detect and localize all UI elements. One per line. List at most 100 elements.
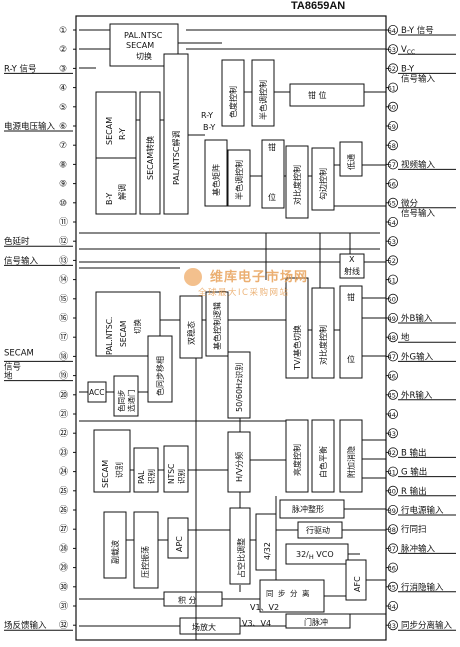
right-pin-number: 55 [388, 200, 396, 208]
vertical-text: TV/基色切换 [292, 325, 302, 371]
vertical-text: 识别 [115, 462, 124, 478]
left-pin-label: 电源电压输入 [4, 121, 56, 132]
left-pin-label: 信号输入 [4, 255, 39, 266]
right-pin-label: B 输出 [401, 447, 427, 458]
sync-sep-block [259, 579, 325, 613]
watermark: 维库电子市场网 全球最大IC采购网站 [184, 266, 334, 306]
svg-text:压控振荡: 压控振荡 [140, 546, 150, 578]
left-pin-number: ⑲ [59, 371, 68, 382]
vertical-text: 副载波 [110, 540, 120, 564]
svg-text:50/60Hz识别: 50/60Hz识别 [235, 363, 244, 412]
svg-text:PAL/NTSC解调: PAL/NTSC解调 [171, 131, 181, 185]
pal-id-block [133, 447, 159, 493]
left-pin-number: ㉚ [59, 582, 68, 593]
fifty-sixty-id-block [227, 351, 251, 419]
right-pin-label: 外G输入 [401, 351, 434, 362]
right-pin-label: 脉冲输入 [401, 543, 436, 554]
chip-title: TA8659AN [291, 0, 346, 12]
base-color-matrix-block [204, 139, 228, 207]
svg-text:H/V分频: H/V分频 [234, 452, 244, 482]
diagram-text: 钳 [347, 292, 355, 302]
svg-text:选通门: 选通门 [126, 390, 136, 413]
svg-text:基色矩阵: 基色矩阵 [211, 164, 221, 196]
diagram-text: 积 分 [178, 595, 197, 605]
right-pin-label: 行同扫 [401, 524, 427, 535]
right-pin-number: 43 [388, 430, 396, 438]
right-pin-number: 47 [388, 353, 396, 361]
right-pin-label: 地 [401, 332, 410, 343]
color-control-block [221, 59, 245, 127]
svg-text:半色调控制: 半色调控制 [258, 80, 268, 120]
color-sync-gate-block [113, 375, 139, 417]
svg-text:半色调控制: 半色调控制 [234, 160, 244, 200]
diagram-text: V3、V4 [242, 619, 271, 628]
right-pin-number: 38 [388, 526, 396, 534]
vertical-text: 对比度控制 [318, 325, 328, 365]
diagram-text: 步 [278, 589, 286, 598]
left-pin-number: ⑳ [59, 390, 68, 401]
right-pin-number: 49 [388, 315, 396, 323]
diagram-text: ACC [89, 388, 104, 397]
apc-block [167, 517, 189, 559]
svg-text:识别: 识别 [177, 469, 186, 484]
secam-id-block [93, 429, 131, 493]
left-pin-number: ⑱ [59, 351, 68, 362]
left-pin-number: ㉘ [59, 543, 68, 554]
diagram-text: 射线 [344, 266, 360, 276]
diagram-text: 32/H VCO [296, 550, 334, 561]
svg-text:PAL.NTSC.: PAL.NTSC. [105, 317, 114, 355]
right-pin-label: 同步分离输入 [401, 620, 453, 631]
right-pin-label: 行电源输入 [401, 505, 444, 516]
chip-body [75, 15, 387, 641]
vertical-text: 白色平衡 [318, 446, 328, 478]
svg-text:B-Y: B-Y [105, 193, 114, 205]
color-sync-shift-block [147, 335, 173, 403]
right-pin-number: 56 [388, 180, 396, 188]
svg-text:4/32: 4/32 [263, 542, 272, 560]
left-pin-number: ⑩ [59, 199, 67, 209]
left-pin-number: ㉙ [59, 563, 68, 574]
vertical-text: SECAM转换 [145, 136, 155, 180]
diagram-text: 位 [347, 354, 355, 364]
svg-text:识别: 识别 [147, 469, 156, 484]
diagram-text: 切换 [136, 51, 152, 61]
diagram-text: 同 [266, 589, 274, 598]
watermark-line1: 维库电子市场网 [210, 270, 309, 285]
gate-pulse-block [285, 613, 351, 629]
vertical-text: 半色调控制 [258, 80, 268, 120]
hv-divide-block [227, 431, 251, 493]
right-pin-number: 60 [388, 104, 396, 112]
right-pin-number: 51 [388, 276, 396, 284]
pal-ntsc-demod-block [163, 53, 189, 215]
ratio-block [255, 513, 277, 571]
svg-text:识别: 识别 [115, 462, 124, 478]
vertical-text: SECAM [119, 321, 128, 347]
vertical-text: R-Y [118, 128, 127, 140]
right-pin-number: 39 [388, 507, 396, 515]
right-pin-number: 41 [388, 468, 396, 476]
half-color-adjust-block [251, 59, 275, 127]
color-control-logic-block [205, 291, 229, 357]
left-pin-number: ⑥ [59, 122, 67, 132]
contrast2-block [311, 287, 335, 379]
svg-text:白色平衡: 白色平衡 [318, 446, 328, 478]
right-pin-number: 46 [388, 372, 396, 380]
vertical-text: 4/32 [263, 542, 272, 560]
right-pin-number: 48 [388, 334, 396, 342]
add-blank-block [339, 419, 363, 493]
right-pin-number: 52 [388, 257, 396, 265]
vertical-text: 双稳态 [186, 321, 196, 345]
right-pin-number: 42 [388, 449, 396, 457]
signal-lines [79, 29, 386, 640]
diagram-text: 门脉冲 [304, 617, 328, 627]
vertical-text: 勾边控制 [318, 168, 328, 200]
vertical-text: 切换 [132, 319, 142, 334]
left-pin-label: SECAM [4, 348, 34, 358]
left-pin-number: ④ [59, 84, 67, 94]
vertical-text: 附加消隐 [346, 446, 356, 478]
diagram-text: 位 [268, 192, 276, 202]
right-pin-label: 视频输入 [401, 159, 436, 170]
left-pin-number: ⑮ [59, 294, 68, 305]
